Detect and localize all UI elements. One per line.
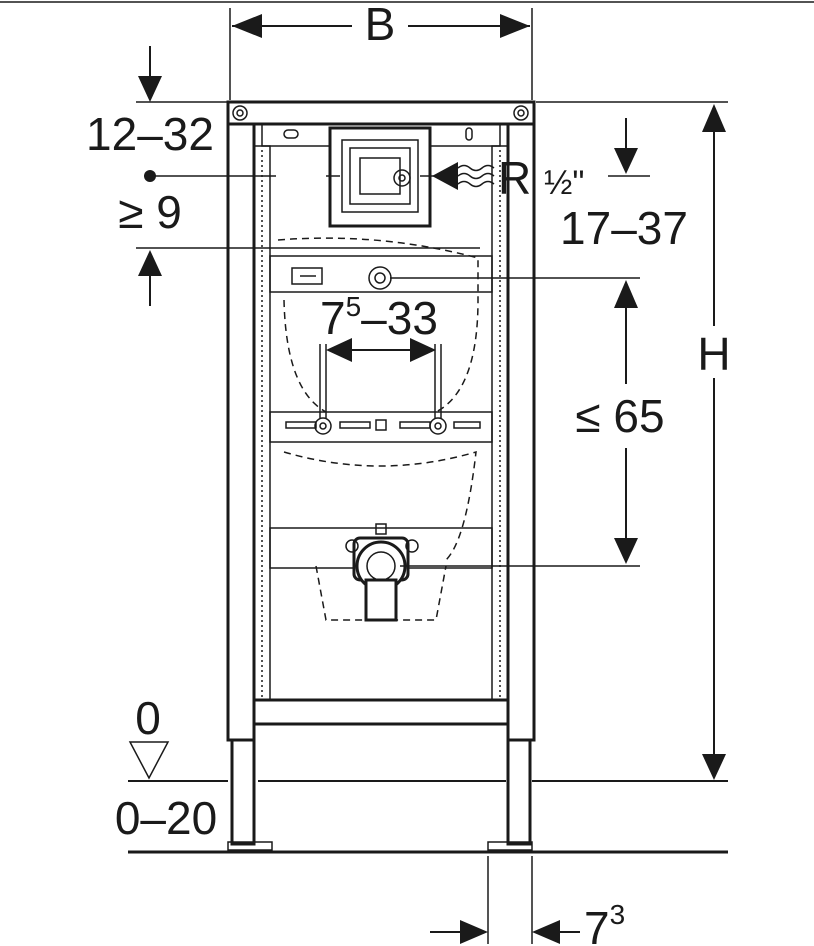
top-offset-dimension xyxy=(136,46,228,103)
spacing-label: 75–33 xyxy=(320,291,438,344)
upper-cross-rail xyxy=(269,255,493,293)
right-upright xyxy=(506,122,536,742)
left-bolt-icon xyxy=(314,417,332,435)
valve-height-dimension xyxy=(608,118,650,177)
frame-structure xyxy=(226,100,536,851)
min-clearance-label: ≥ 9 xyxy=(118,186,182,238)
max-drop-label: ≤ 65 xyxy=(575,390,664,442)
middle-cross-rail xyxy=(269,411,493,443)
left-inner-rail xyxy=(253,145,271,703)
frame-bottom-bar xyxy=(252,698,510,726)
left-upright xyxy=(226,122,256,742)
pipe-thread-label: R ½" xyxy=(498,152,584,204)
right-inner-rail xyxy=(491,145,509,703)
bolt-icon xyxy=(513,105,529,121)
floor-level-label: 0 xyxy=(135,692,161,744)
width-label: B xyxy=(365,0,396,50)
right-bolt-icon xyxy=(429,417,447,435)
frame-top-bar xyxy=(226,100,536,126)
inlet-fitting xyxy=(368,266,392,290)
right-leg xyxy=(506,738,532,846)
flush-valve-box xyxy=(326,126,434,228)
valve-height-label: 17–37 xyxy=(560,202,688,254)
wavy-water-icon xyxy=(457,164,495,188)
foot-offset-label: 73 xyxy=(584,899,625,946)
bolt-icon xyxy=(232,105,248,121)
foot-offset-dimension xyxy=(430,856,580,944)
spacing-dimension xyxy=(326,338,436,362)
max-drop-dimension xyxy=(390,277,640,567)
level-triangle-icon xyxy=(128,741,170,780)
floor-range-label: 0–20 xyxy=(115,792,217,844)
drain-fitting xyxy=(345,523,419,622)
width-dimension xyxy=(229,8,533,100)
clearance-dimension xyxy=(136,170,480,306)
height-label: H xyxy=(697,328,730,380)
inlet-arrow xyxy=(432,162,458,190)
height-dimension xyxy=(536,101,728,780)
left-leg xyxy=(230,738,256,846)
top-offset-label: 12–32 xyxy=(86,108,214,160)
